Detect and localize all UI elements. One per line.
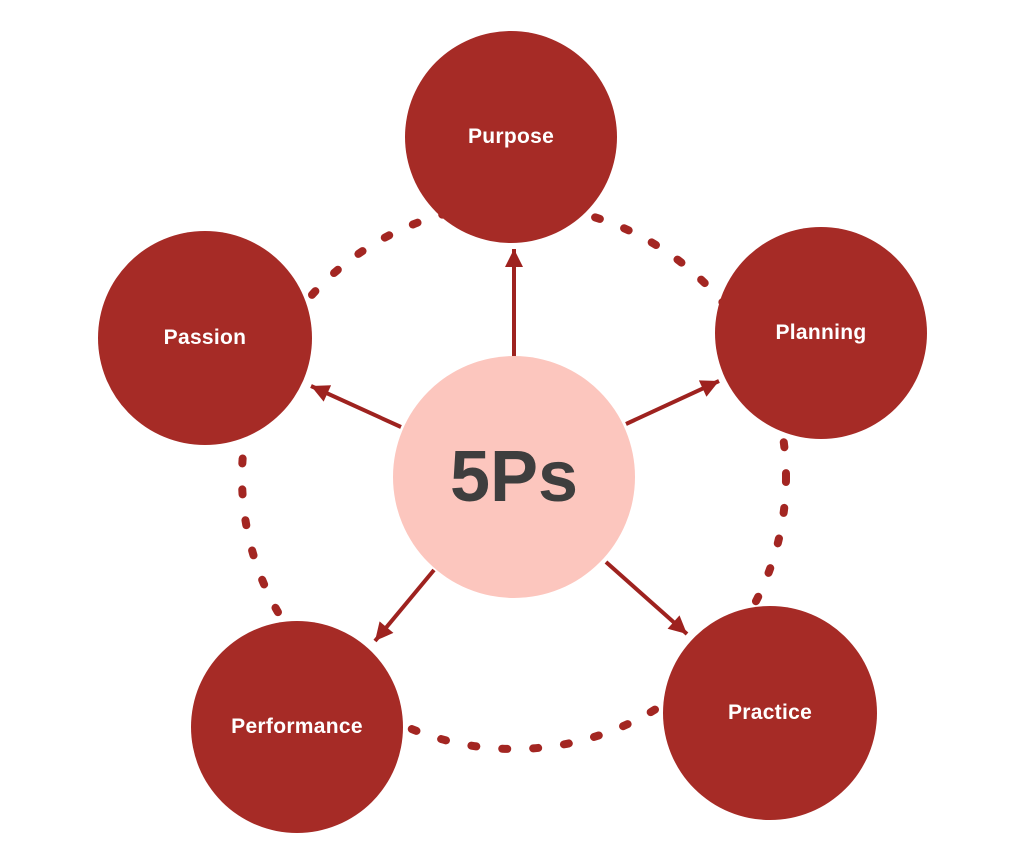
node-planning-label: Planning	[775, 321, 867, 344]
node-performance: Performance	[191, 621, 403, 833]
node-passion: Passion	[98, 231, 312, 445]
arrow-to-planning	[625, 379, 720, 426]
node-passion-label: Passion	[163, 326, 247, 349]
center-title: 5Ps	[449, 437, 579, 517]
node-practice-label: Practice	[727, 701, 813, 724]
dotted-ring	[238, 201, 790, 753]
node-purpose: Purpose	[405, 31, 617, 243]
node-planning: Planning	[715, 227, 927, 439]
node-practice: Practice	[663, 606, 877, 820]
arrow-to-performance	[373, 568, 436, 643]
node-performance-label: Performance	[231, 715, 363, 738]
node-center-5ps: 5Ps	[393, 356, 635, 598]
node-purpose-label: Purpose	[467, 125, 555, 148]
arrow-to-passion	[310, 384, 402, 429]
arrow-to-practice	[604, 560, 689, 636]
